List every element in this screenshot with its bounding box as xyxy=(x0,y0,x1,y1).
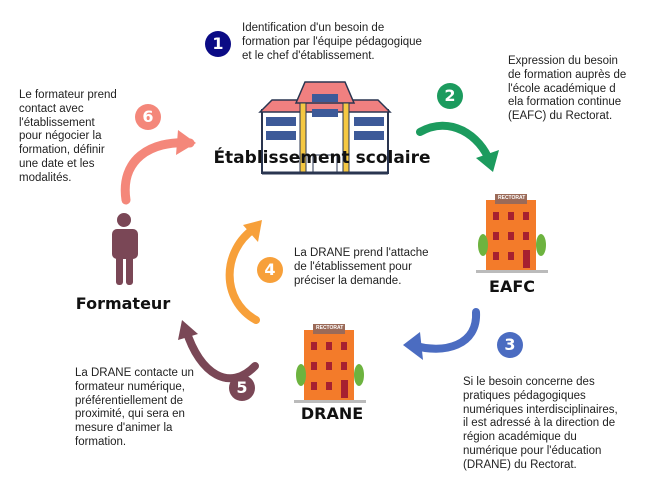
formateur-label: Formateur xyxy=(75,294,171,313)
eafc-label: EAFC xyxy=(489,277,535,296)
step-4-badge: 4 xyxy=(257,257,283,283)
arrow-6-head xyxy=(176,130,196,155)
step-6-text: Le formateur prend contact avec l'établi… xyxy=(19,89,117,184)
drane-building-icon xyxy=(294,324,366,403)
arrow-5 xyxy=(182,326,259,383)
arrow-4-head xyxy=(243,220,262,242)
arrow-3 xyxy=(408,308,481,353)
drane-sign: RECTORAT xyxy=(316,325,344,331)
step-3-text: Si le besoin concerne des pratiques péda… xyxy=(463,376,618,471)
person-icon xyxy=(112,213,138,285)
step-1-text: Identification d'un besoin de formation … xyxy=(242,22,422,62)
step-2-text: Expression du besoin de formation auprès… xyxy=(508,55,627,123)
arrow-2 xyxy=(416,121,494,166)
step-4-text: La DRANE prend l'attache de l'établissem… xyxy=(294,247,429,287)
arrow-3-head xyxy=(403,332,423,360)
step-6-badge: 6 xyxy=(135,104,161,130)
drane-label: DRANE xyxy=(300,404,364,423)
school-building-icon xyxy=(258,81,392,175)
school-label: Établissement scolaire xyxy=(213,148,431,168)
step-5-badge: 5 xyxy=(229,375,255,401)
step-1-badge: 1 xyxy=(205,31,231,57)
arrow-4 xyxy=(225,224,260,324)
step-3-badge: 3 xyxy=(497,332,523,358)
eafc-sign: RECTORAT xyxy=(498,195,526,201)
step-2-badge: 2 xyxy=(437,83,463,109)
arrow-5-head xyxy=(178,320,198,340)
arrow-2-head xyxy=(476,150,499,172)
step-5-text: La DRANE contacte un formateur numérique… xyxy=(75,367,194,448)
eafc-building-icon xyxy=(476,194,548,273)
